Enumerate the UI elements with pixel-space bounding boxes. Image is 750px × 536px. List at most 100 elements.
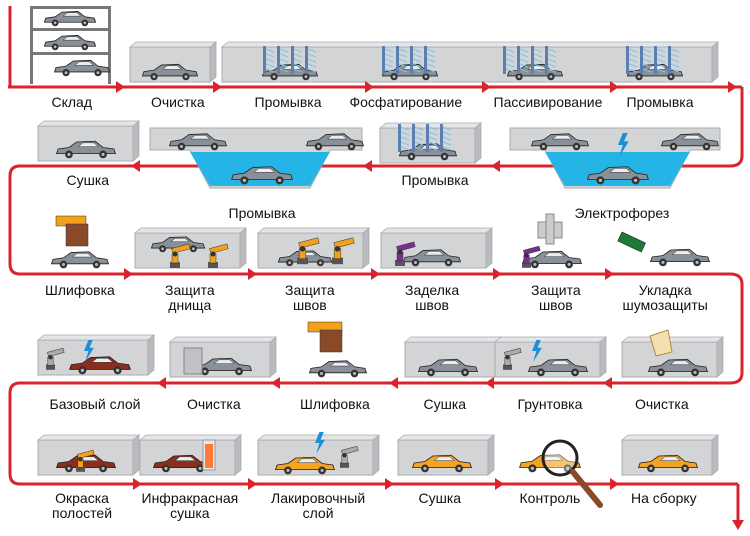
step-label-shlifovka-2: Шлифовка <box>300 396 370 412</box>
step-label-promyvka-3: Промывка <box>401 172 469 188</box>
step-label-promyvka-4: Промывка <box>228 205 296 221</box>
arrow-right-icon <box>728 81 737 93</box>
spray-nozzles-icon <box>382 46 436 74</box>
step-label-kontrol: Контроль <box>519 490 581 506</box>
step-label-zashchita-shvov-1: Защита швов <box>285 282 335 313</box>
arrow-right-icon <box>495 478 504 490</box>
arrow-right-icon <box>371 268 380 280</box>
car-body <box>150 236 206 253</box>
arrow-right-icon <box>213 81 222 93</box>
car-body <box>55 140 117 159</box>
flow-turn-right-1 <box>729 86 744 168</box>
step-label-passivirovanie: Пассивирование <box>493 94 603 110</box>
arrow-right-icon <box>605 268 614 280</box>
lightning-icon <box>618 133 629 157</box>
robot-arm-icon <box>76 449 95 472</box>
car-body <box>530 133 590 151</box>
flow-turn-left-2 <box>8 381 21 486</box>
car-body <box>168 133 228 151</box>
car-body <box>647 358 709 377</box>
robot-arm-icon <box>46 347 65 370</box>
car-body <box>152 454 214 473</box>
step-label-lakirovochnyi-sloi: Лакировочный слой <box>271 490 366 521</box>
step-label-ochistka-2: Очистка <box>187 396 241 412</box>
magnifier-icon <box>541 439 603 508</box>
step-label-zadelka-shvov: Заделка швов <box>405 282 460 313</box>
arrow-right-icon <box>610 478 619 490</box>
sanding-block-icon <box>307 321 343 353</box>
lightning-icon <box>84 340 94 362</box>
step-label-sushka-2: Сушка <box>423 396 467 412</box>
drying-booth <box>36 120 141 162</box>
arrow-down-icon <box>732 520 744 530</box>
blower-icon <box>183 347 203 375</box>
arrow-right-icon <box>116 81 125 93</box>
arrow-right-icon <box>133 478 142 490</box>
spray-nozzles-icon <box>626 46 680 74</box>
seam-tool-icon <box>537 213 563 245</box>
car-body <box>53 59 111 77</box>
arrow-right-icon <box>493 268 502 280</box>
arrow-right-icon <box>610 81 619 93</box>
car-body <box>527 358 589 377</box>
step-label-fosfatirovanie: Фосфатирование <box>349 94 463 110</box>
car-body <box>50 251 110 269</box>
step-label-ochistka-3: Очистка <box>635 396 689 412</box>
step-label-zashchita-shvov-2: Защита швов <box>531 282 581 313</box>
step-label-ukladka-shumozashchity: Укладка шумозащиты <box>622 282 708 313</box>
sound-insulation-gun-icon <box>617 231 646 253</box>
robot-arm-icon <box>395 241 416 266</box>
robot-arm-icon <box>503 347 522 370</box>
car-body <box>191 357 253 376</box>
flow-turn-right-2 <box>729 272 744 385</box>
step-label-elektroforez: Электрофорез <box>574 205 670 221</box>
car-body <box>308 360 368 378</box>
warehouse-rack <box>30 6 111 84</box>
car-body <box>411 454 473 473</box>
car-body <box>637 454 699 473</box>
sanding-block-icon <box>55 215 89 247</box>
step-label-gruntovka: Грунтовка <box>517 396 583 412</box>
arrow-left-icon <box>271 377 280 389</box>
infrared-lamp-icon <box>202 439 216 471</box>
seam-sealing-booth <box>256 227 371 269</box>
step-label-promyvka-1: Промывка <box>254 94 322 110</box>
drying-booth <box>396 434 496 476</box>
step-label-promyvka-2: Промывка <box>626 94 694 110</box>
robot-arm-icon <box>522 245 541 268</box>
arrow-right-icon <box>482 81 491 93</box>
dispatch-booth <box>620 434 720 476</box>
step-label-na-sborku: На сборку <box>631 490 697 506</box>
lightning-icon <box>315 432 325 454</box>
car-body <box>69 356 131 375</box>
arrow-right-icon <box>124 268 133 280</box>
spray-nozzles-icon <box>503 46 557 74</box>
car-body <box>417 358 479 377</box>
car-body <box>402 249 462 267</box>
car-body <box>231 166 293 185</box>
arrow-left-icon <box>131 160 140 172</box>
step-label-infrakrasnaya-sushka: Инфракрасная сушка <box>141 490 239 521</box>
arrow-right-icon <box>365 81 374 93</box>
arrow-left-icon <box>491 160 500 172</box>
arrow-right-icon <box>385 478 394 490</box>
car-body <box>274 456 336 475</box>
arrow-left-icon <box>603 377 612 389</box>
arrow-right-icon <box>248 268 257 280</box>
step-label-okraska-polostei: Окраска полостей <box>52 490 113 521</box>
spray-nozzles-icon <box>398 124 452 152</box>
car-body <box>649 248 711 267</box>
arrow-right-icon <box>248 478 257 490</box>
robot-arm-icon <box>332 237 355 265</box>
step-label-sklad: Склад <box>51 94 93 110</box>
arrow-left-icon <box>485 377 494 389</box>
step-label-ochistka-1: Очистка <box>151 94 205 110</box>
step-label-sushka-1: Сушка <box>66 172 110 188</box>
flow-turn-left-1 <box>8 164 21 276</box>
car-body <box>305 133 365 151</box>
robot-arm-icon <box>340 445 359 468</box>
step-label-bazovyi-sloi: Базовый слой <box>49 396 141 412</box>
arrow-left-icon <box>157 377 166 389</box>
arrow-left-icon <box>363 160 372 172</box>
